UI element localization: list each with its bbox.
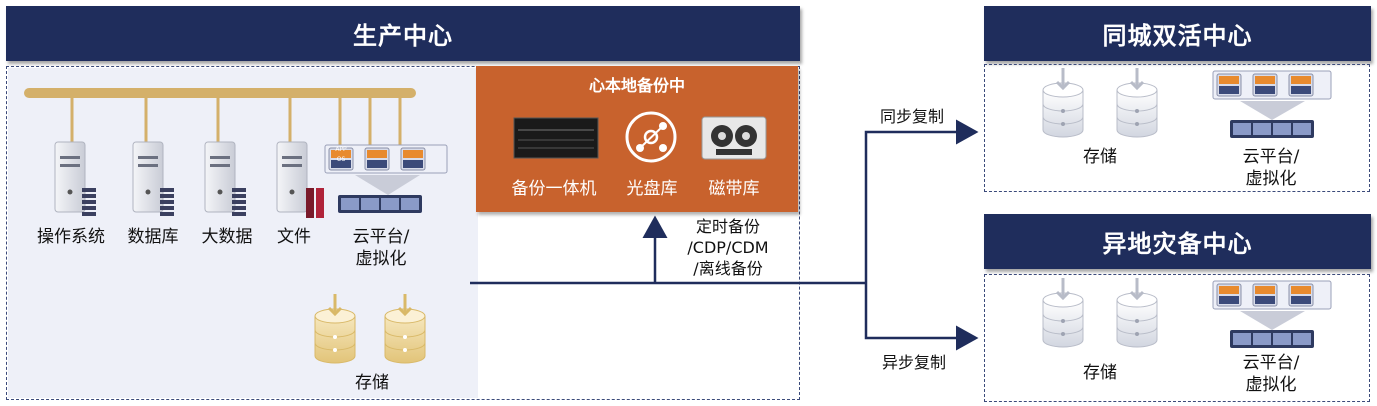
- active-storage-icon: [1041, 66, 1159, 139]
- backup-appliance-icon: [513, 117, 599, 159]
- system-label-bigdata: 大数据: [201, 227, 253, 247]
- backup-policy-line-1: 定时备份: [695, 217, 760, 236]
- async-replication-label: 异步复制: [881, 353, 946, 372]
- network-bus: [24, 88, 416, 98]
- production-cloud-icon: [324, 144, 448, 213]
- active-cloud-icon: [1212, 70, 1332, 138]
- dr-cloud-icon: [1212, 280, 1332, 348]
- active-center-header: 同城双活中心: [984, 6, 1371, 61]
- async-replication-arrow: [864, 283, 979, 351]
- backup-item-appliance: 备份一体机: [511, 179, 597, 199]
- backup-item-tape: 磁带库: [708, 179, 760, 199]
- database-server-icon: [132, 141, 174, 216]
- dr-center-box: [984, 274, 1370, 402]
- bigdata-server-icon: [204, 141, 246, 216]
- production-center-header: 生产中心: [6, 6, 800, 61]
- dr-storage-icon: [1041, 276, 1159, 349]
- dr-center-title: 异地灾备中心: [1102, 230, 1253, 258]
- vm-os-tag: OS: [336, 156, 346, 163]
- system-label-database: 数据库: [127, 227, 179, 247]
- active-center-box: [984, 64, 1370, 192]
- production-storage-label: 存储: [355, 373, 389, 393]
- backup-policy-line-2: /CDP/CDM: [687, 238, 769, 257]
- dr-storage-label: 存储: [1083, 363, 1117, 383]
- production-cloud-label-2: 虚拟化: [355, 249, 407, 269]
- active-storage-label: 存储: [1083, 147, 1117, 167]
- system-label-file: 文件: [277, 227, 311, 247]
- dr-cloud-label-2: 虚拟化: [1245, 375, 1297, 395]
- system-label-os: 操作系统: [37, 227, 105, 247]
- active-cloud-label-1: 云平台/: [1242, 147, 1300, 167]
- production-center-title: 生产中心: [353, 22, 453, 50]
- production-cloud-label-1: 云平台/: [352, 227, 410, 247]
- sync-replication-label: 同步复制: [879, 107, 944, 126]
- tape-library-icon: [701, 116, 767, 160]
- active-cloud-label-2: 虚拟化: [1245, 169, 1297, 189]
- os-server-icon: [54, 141, 96, 216]
- dr-center-header: 异地灾备中心: [984, 214, 1371, 269]
- vm-app-tag: APP: [335, 146, 347, 153]
- backup-policy-line-3: /离线备份: [693, 259, 763, 278]
- production-storage-icon: [313, 292, 427, 365]
- optical-library-icon: [625, 111, 677, 163]
- file-server-icon: [276, 141, 324, 218]
- dr-cloud-label-1: 云平台/: [1242, 353, 1300, 373]
- active-center-title: 同城双活中心: [1102, 22, 1253, 50]
- local-backup-title: 心本地备份中: [588, 76, 685, 95]
- production-center-box: [6, 66, 800, 400]
- sync-replication-arrow: [864, 119, 979, 283]
- backup-item-optical: 光盘库: [626, 179, 678, 199]
